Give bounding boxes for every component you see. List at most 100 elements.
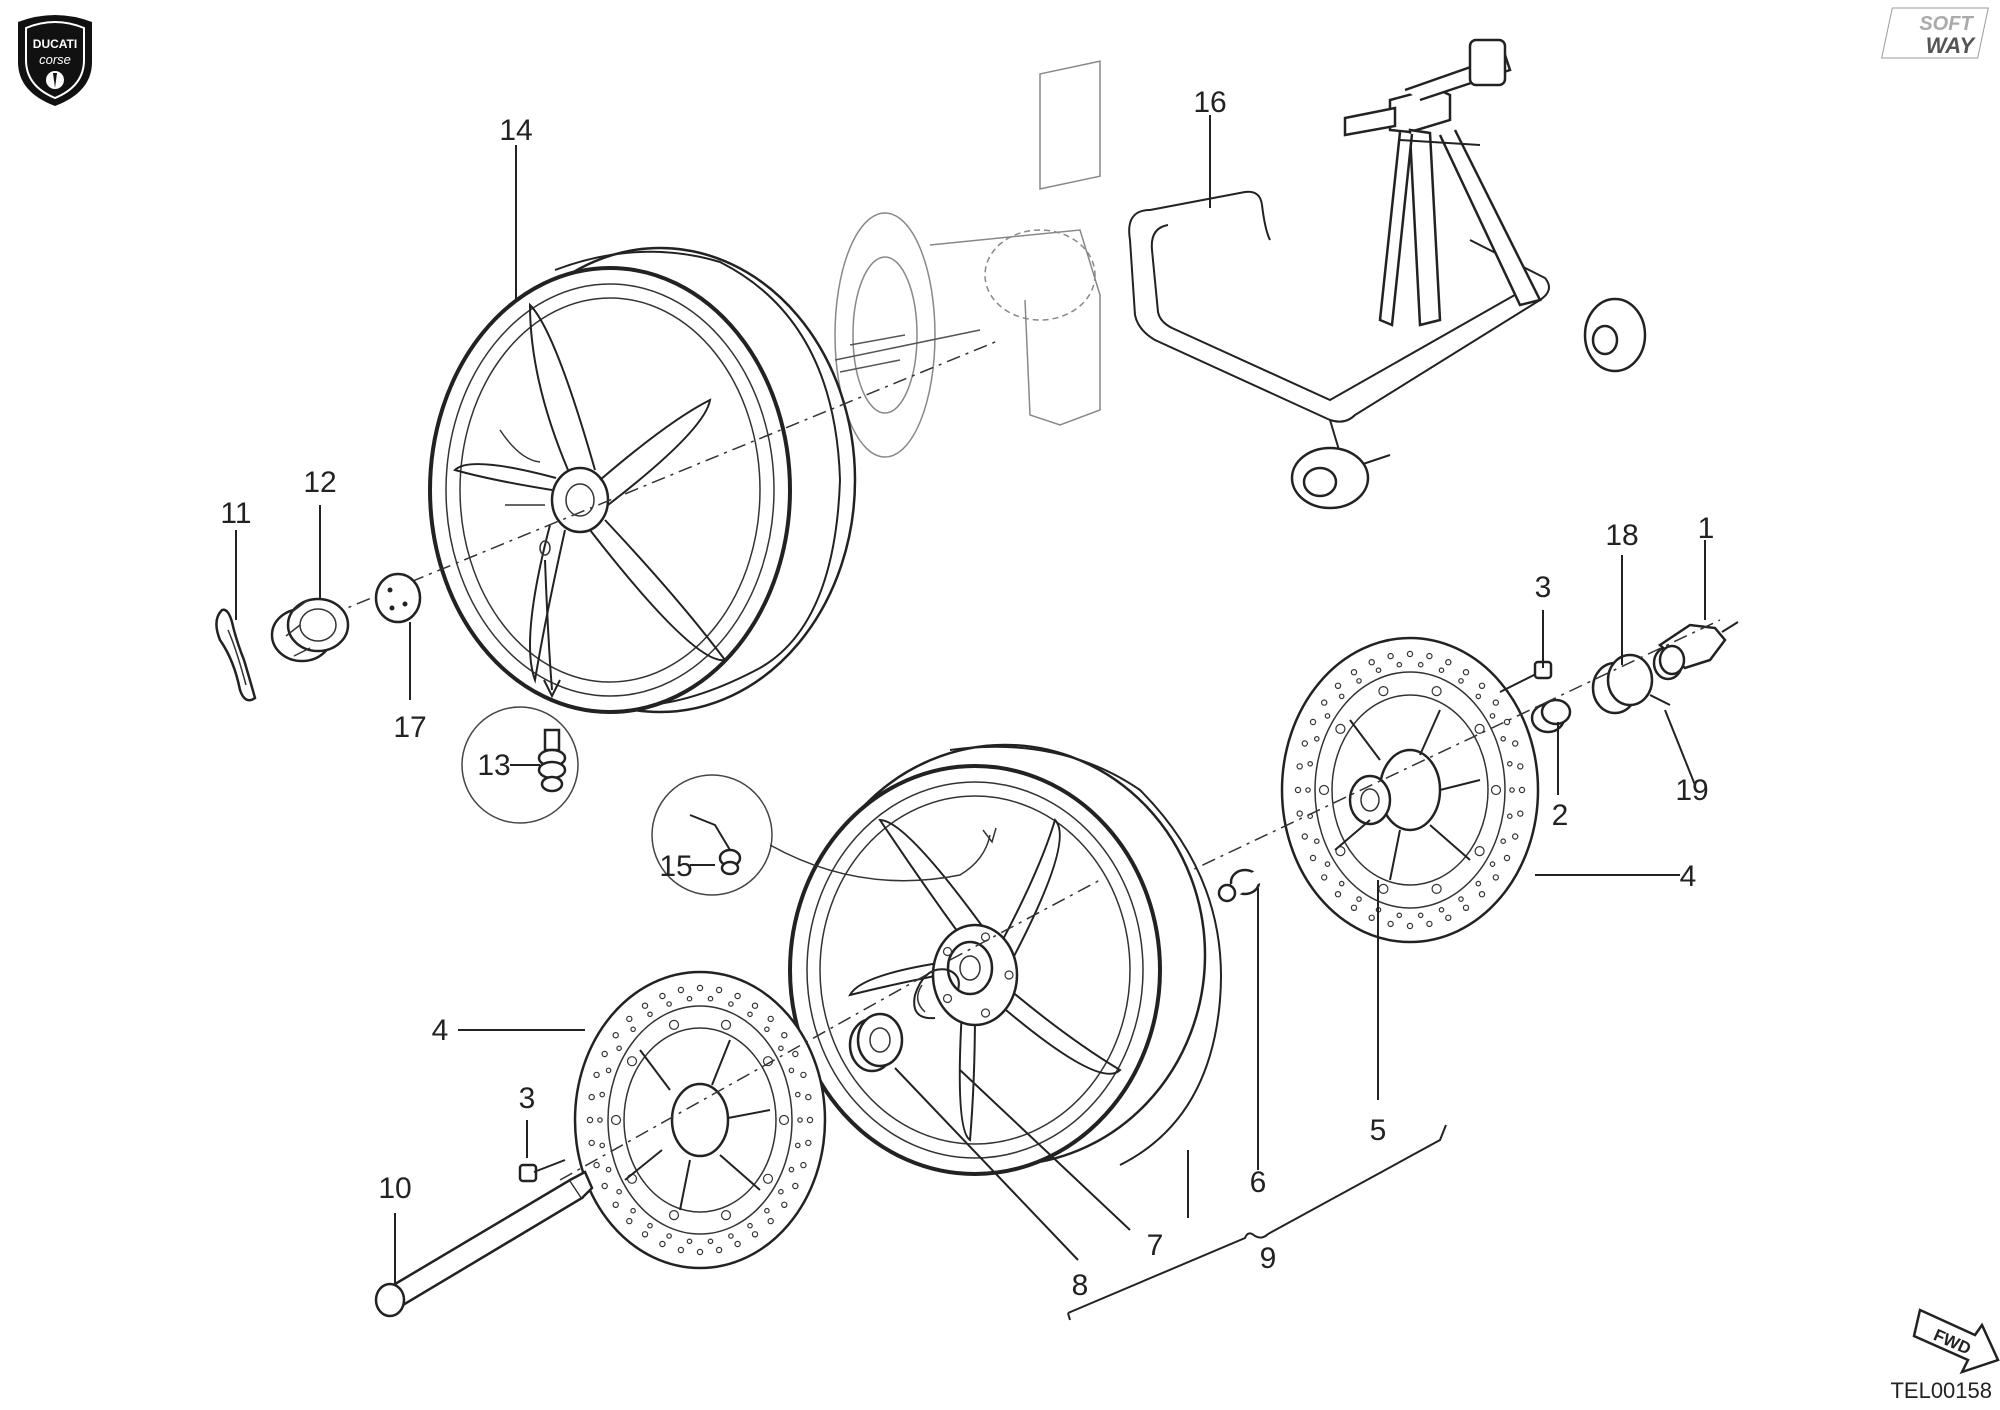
disc-perforation-hole: [1309, 854, 1317, 862]
disc-perforation-hole: [630, 1026, 636, 1033]
disc-perforation-hole: [1368, 914, 1375, 922]
disc-perforation-hole: [1492, 699, 1500, 706]
disc-perforation-hole: [751, 1002, 759, 1009]
disc-perforation-hole: [1507, 760, 1513, 767]
label-part-6: 6: [1250, 1166, 1267, 1199]
disc-perforation-hole: [1301, 833, 1309, 840]
disc-bolt: [1335, 723, 1346, 735]
disc-perforation-hole: [1426, 920, 1433, 928]
disc-perforation-hole: [1462, 904, 1470, 912]
disc-bolt: [720, 1209, 732, 1221]
disc-perforation-hole: [586, 1116, 594, 1124]
label-part-3-right: 3: [1535, 571, 1552, 604]
disc-perforation-hole: [1338, 880, 1345, 887]
axis-front-right: [1149, 619, 1721, 891]
label-part-17: 17: [393, 711, 426, 744]
label-part-5: 5: [1370, 1114, 1387, 1147]
part-axle-10: [374, 1170, 594, 1318]
disc-perforation-hole: [686, 1238, 693, 1245]
disc-perforation-hole: [605, 1067, 612, 1074]
disc-perforation-hole: [1314, 838, 1320, 845]
front-wheel-illustration: [788, 743, 1222, 1176]
disc-perforation-hole: [764, 1026, 770, 1033]
part-bearing-8: [848, 1012, 904, 1073]
disc-perforation-hole: [1426, 652, 1433, 660]
disc-bolt: [1318, 784, 1330, 796]
detail-circle-valve-15: [651, 774, 997, 896]
svg-text:WAY: WAY: [1926, 33, 1977, 58]
disc-perforation-hole: [797, 1117, 803, 1123]
disc-perforation-hole: [767, 1217, 774, 1225]
label-part-7: 7: [1147, 1229, 1164, 1262]
disc-perforation-hole: [767, 1015, 774, 1023]
disc-perforation-hole: [715, 1246, 723, 1254]
disc-perforation-hole: [728, 1233, 734, 1239]
disc-perforation-hole: [800, 1071, 807, 1079]
disc-perforation-hole: [1475, 693, 1482, 700]
disc-perforation-hole: [1500, 735, 1507, 742]
disc-perforation-hole: [1503, 854, 1511, 862]
disc-perforation-hole: [599, 1091, 606, 1098]
disc-perforation-hole: [734, 1240, 741, 1248]
disc-perforation-hole: [1458, 896, 1464, 902]
disc-perforation-hole: [764, 1207, 770, 1214]
disc-bolt: [762, 1173, 774, 1184]
disc-perforation-hole: [1350, 669, 1358, 676]
label-part-3-left: 3: [519, 1082, 536, 1115]
disc-perforation-hole: [677, 1246, 685, 1254]
disc-perforation-hole: [1511, 740, 1519, 747]
label-part-4-right: 4: [1680, 860, 1697, 893]
disc-perforation-hole: [1320, 874, 1328, 881]
hub-bolt: [942, 946, 953, 957]
label-part-19: 19: [1675, 774, 1708, 807]
disc-perforation-hole: [686, 995, 693, 1002]
disc-perforation-hole: [1417, 912, 1424, 919]
disc-bolt: [610, 1114, 622, 1126]
disc-perforation-hole: [1438, 906, 1445, 913]
disc-perforation-hole: [1511, 833, 1519, 840]
disc-bolt: [1378, 685, 1389, 697]
disc-perforation-hole: [1438, 667, 1445, 674]
disc-perforation-hole: [626, 1015, 633, 1023]
drawing-code: TEL00158: [1890, 1378, 1992, 1403]
part-nut-1: [1657, 621, 1739, 676]
disc-perforation-hole: [1489, 713, 1496, 719]
label-part-16: 16: [1193, 86, 1226, 119]
svg-text:corse: corse: [39, 52, 71, 67]
label-part-1: 1: [1698, 512, 1715, 545]
disc-perforation-hole: [1507, 813, 1513, 820]
part-cap-17: [374, 572, 422, 624]
disc-perforation-hole: [747, 1011, 753, 1018]
disc-perforation-hole: [1445, 659, 1452, 666]
disc-perforation-hole: [805, 1093, 812, 1101]
part-nut-12: [270, 597, 350, 663]
disc-perforation-hole: [778, 1045, 784, 1052]
paddock-stand-illustration: [1128, 38, 1647, 510]
disc-perforation-hole: [1517, 810, 1524, 817]
disc-perforation-hole: [1445, 914, 1452, 922]
svg-text:SOFT: SOFT: [1919, 13, 1974, 35]
disc-perforation-hole: [666, 1233, 672, 1239]
disc-perforation-hole: [806, 1116, 814, 1124]
disc-perforation-hole: [707, 1238, 714, 1245]
disc-perforation-hole: [1396, 912, 1403, 919]
disc-perforation-hole: [715, 986, 723, 994]
disc-perforation-hole: [1509, 787, 1515, 793]
disc-bolt: [1431, 685, 1442, 697]
disc-perforation-hole: [747, 1222, 753, 1229]
disc-perforation-hole: [1294, 786, 1302, 794]
disc-perforation-hole: [1517, 763, 1524, 770]
disc-perforation-hole: [659, 1240, 666, 1248]
disc-perforation-hole: [666, 1001, 672, 1007]
label-part-10: 10: [378, 1172, 411, 1205]
hub-bolt: [942, 993, 953, 1004]
disc-bolt: [1474, 845, 1485, 857]
disc-perforation-hole: [800, 1161, 807, 1169]
disc-perforation-hole: [1492, 874, 1500, 881]
disc-perforation-hole: [794, 1142, 801, 1149]
detail-arrow-13: [544, 559, 553, 691]
front-brake-disc-right: [1280, 636, 1540, 944]
disc-perforation-hole: [616, 1045, 622, 1052]
disc-perforation-hole: [1478, 891, 1486, 898]
disc-perforation-hole: [1301, 740, 1309, 747]
